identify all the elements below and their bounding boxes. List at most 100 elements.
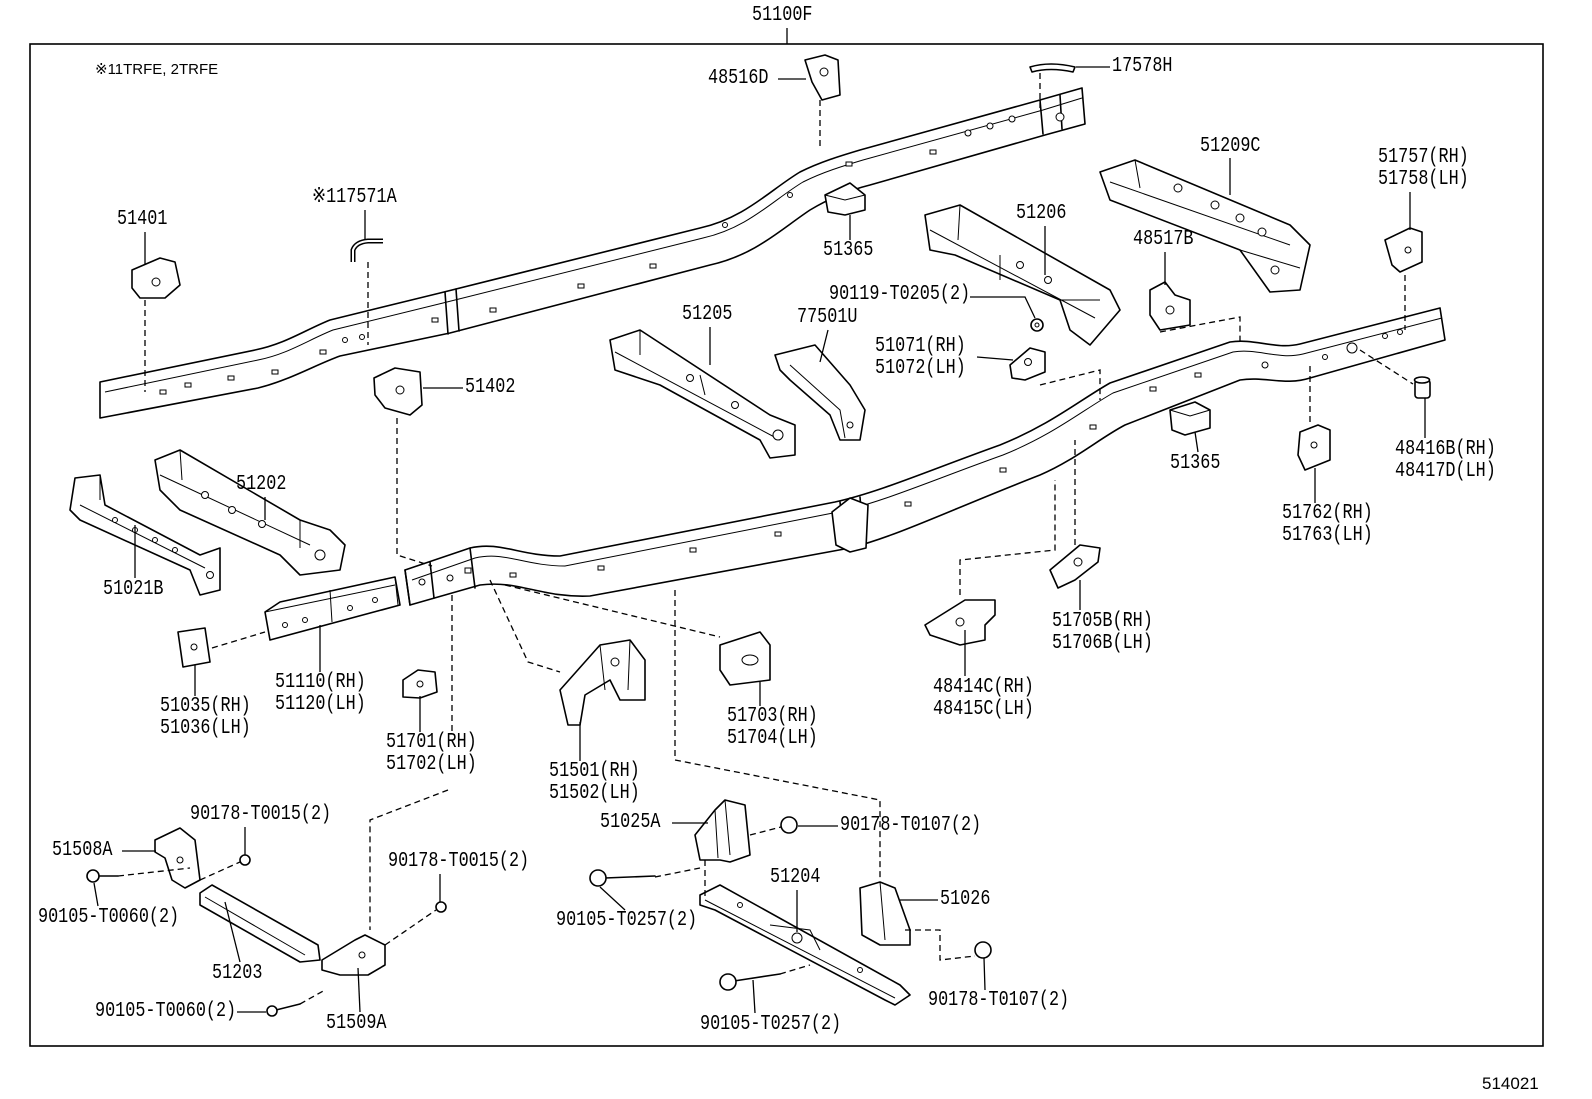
part-51205-crossmember <box>609 329 796 459</box>
callout-line-rh: 51110(RH) <box>275 671 366 694</box>
part-51110-reinforcement <box>264 576 401 641</box>
callout-17571a: ※117571A <box>312 186 397 209</box>
callout-51703-51704: 51703(RH) 51704(LH) <box>727 706 818 750</box>
callout-90178-t0107: 90178-T0107(2) <box>840 814 982 837</box>
callout-48517b: 48517B <box>1133 228 1194 251</box>
callout-line-lh: 48417D(LH) <box>1395 460 1496 483</box>
callout-line-lh: 51036(LH) <box>160 717 251 740</box>
part-51757-bracket <box>1384 227 1423 273</box>
callout-51508a: 51508A <box>52 839 113 862</box>
callout-51402: 51402 <box>465 376 516 399</box>
callout-line-lh: 51702(LH) <box>386 753 477 776</box>
part-51035-plate <box>177 627 211 668</box>
callout-line-lh: 51763(LH) <box>1282 524 1373 547</box>
callout-90119-t0205: 90119-T0205(2) <box>829 283 971 306</box>
part-51203-crossmember <box>199 884 321 963</box>
callout-51021b: 51021B <box>103 578 164 601</box>
callout-51762-51763: 51762(RH) 51763(LH) <box>1282 503 1373 547</box>
callout-line-rh: 51762(RH) <box>1282 502 1373 525</box>
applicability-note: ※11TRFE, 2TRFE <box>95 61 219 78</box>
frame-rail-upper <box>99 87 1086 419</box>
callout-48516d: 48516D <box>708 67 769 90</box>
callout-51206: 51206 <box>1016 202 1067 225</box>
callout-90178-t0015: 90178-T0015(2) <box>190 803 332 826</box>
part-51204-crossmember <box>699 884 911 1006</box>
callout-51026: 51026 <box>940 888 991 911</box>
part-51365-bracket <box>824 182 866 216</box>
callout-line-rh: 51703(RH) <box>727 705 818 728</box>
part-51026-bracket <box>859 881 911 946</box>
figure-number: 514021 <box>1482 1074 1539 1093</box>
part-51701-bracket <box>402 669 438 699</box>
callout-48416b-48417d: 48416B(RH) 48417D(LH) <box>1395 439 1496 483</box>
part-17578h-plug <box>1029 63 1076 73</box>
part-51501-bracket <box>559 639 646 726</box>
part-51402-bracket <box>373 367 423 416</box>
callout-line-lh: 51072(LH) <box>875 357 966 380</box>
part-48416b-nut <box>1413 376 1431 399</box>
part-48414c-mount <box>924 599 996 646</box>
callout-90178-t0107-2: 90178-T0107(2) <box>928 989 1070 1012</box>
callout-line-lh: 51120(LH) <box>275 693 366 716</box>
callout-line-rh: 48414C(RH) <box>933 676 1034 699</box>
callout-90105-t0060: 90105-T0060(2) <box>38 906 180 929</box>
part-17571a-hose <box>350 238 383 262</box>
part-51365-bracket-2 <box>1169 401 1211 436</box>
rail-joint-clip <box>831 497 869 553</box>
callout-51757-51758: 51757(RH) 51758(LH) <box>1378 147 1469 191</box>
part-51401-bracket <box>131 257 181 299</box>
callout-51365: 51365 <box>823 239 874 262</box>
callout-line-rh: 51501(RH) <box>549 760 640 783</box>
part-90105-t0257-bolt-2 <box>719 973 781 991</box>
callout-line-lh: 51502(LH) <box>549 782 640 805</box>
callout-line-rh: 51701(RH) <box>386 731 477 754</box>
part-90178-t0015-nut-2 <box>435 901 447 913</box>
part-51209c-crossmember <box>1099 159 1311 293</box>
callout-51110-51120: 51110(RH) 51120(LH) <box>275 672 366 716</box>
callout-line-rh: 51035(RH) <box>160 695 251 718</box>
callout-17578h: 17578H <box>1112 55 1173 78</box>
part-51508a-bracket <box>154 827 201 889</box>
callout-51365-2: 51365 <box>1170 452 1221 475</box>
callout-line-lh: 51704(LH) <box>727 727 818 750</box>
leader-lines <box>93 66 1426 1014</box>
callout-line-rh: 51757(RH) <box>1378 146 1469 169</box>
part-90105-t0257-bolt <box>589 869 656 887</box>
callout-51203: 51203 <box>212 962 263 985</box>
callout-line-lh: 48415C(LH) <box>933 698 1034 721</box>
part-90178-t0107-nut-2 <box>974 941 992 959</box>
callout-line-lh: 51758(LH) <box>1378 168 1469 191</box>
callout-51025a: 51025A <box>600 811 661 834</box>
callout-51705b-51706b: 51705B(RH) 51706B(LH) <box>1052 611 1153 655</box>
part-77501u-bracket <box>774 344 866 441</box>
callout-line-rh: 48416B(RH) <box>1395 438 1496 461</box>
callout-51205: 51205 <box>682 303 733 326</box>
assembly-lines <box>117 73 1414 1005</box>
callout-line-rh: 51705B(RH) <box>1052 610 1153 633</box>
callout-51204: 51204 <box>770 866 821 889</box>
part-51703-bracket <box>719 631 771 686</box>
callout-line-lh: 51706B(LH) <box>1052 632 1153 655</box>
callout-line-rh: 51071(RH) <box>875 335 966 358</box>
part-48516d-bracket <box>804 54 841 101</box>
diagram-title: 51100F <box>752 4 813 27</box>
callout-48414c-48415c: 48414C(RH) 48415C(LH) <box>933 677 1034 721</box>
frame-rail-lower <box>404 307 1446 606</box>
part-51206-crossmember <box>924 204 1121 346</box>
part-90119-t0205-bolt <box>1030 318 1044 332</box>
callout-51701-51702: 51701(RH) 51702(LH) <box>386 732 477 776</box>
callout-90105-t0060-2: 90105-T0060(2) <box>95 1000 237 1023</box>
part-51202-crossmember <box>154 449 346 576</box>
callout-51209c: 51209C <box>1200 135 1261 158</box>
callout-51509a: 51509A <box>326 1012 387 1035</box>
part-90105-t0060-bolt <box>86 869 119 883</box>
part-51762-bracket <box>1297 424 1331 471</box>
part-90178-t0107-nut <box>780 816 798 834</box>
part-51705b-bracket <box>1049 544 1101 589</box>
part-51071-mount <box>1009 347 1046 381</box>
callout-90105-t0257: 90105-T0257(2) <box>556 909 698 932</box>
callout-51071-51072: 51071(RH) 51072(LH) <box>875 336 966 380</box>
part-90178-t0015-nut <box>239 854 251 866</box>
rail-holes <box>159 112 1065 395</box>
part-51509a-bracket <box>321 934 386 976</box>
